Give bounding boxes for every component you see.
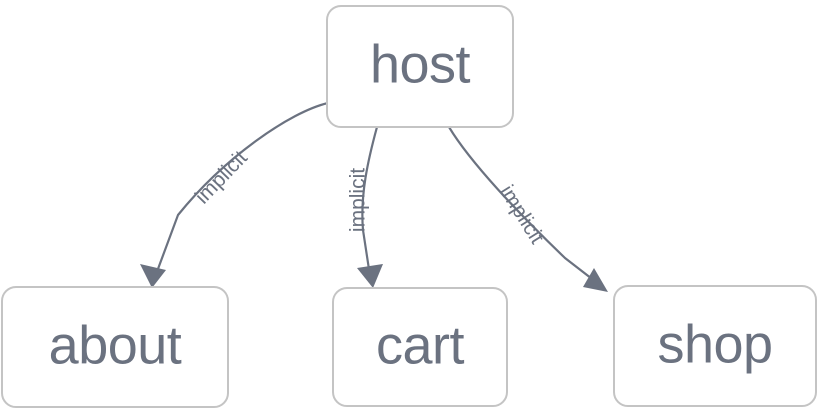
edge-label-host-about: implicit (191, 146, 252, 208)
node-host-box[interactable] (326, 5, 514, 128)
edge-host-cart[interactable]: implicit (347, 126, 383, 288)
node-shop[interactable]: shop (613, 285, 817, 407)
edge-path-host-shop (448, 126, 597, 283)
arrowhead-icon-host-shop (583, 268, 608, 292)
node-cart-label: cart (376, 315, 465, 375)
nodes-layer: host about cart shop (1, 5, 817, 408)
node-shop-label: shop (657, 314, 772, 374)
arrowhead-icon-host-cart (357, 264, 383, 288)
node-cart[interactable]: cart (332, 287, 508, 407)
arrowhead-icon-host-about (140, 264, 166, 288)
edge-label-host-shop: implicit (495, 181, 549, 248)
edge-path-host-cart (361, 126, 379, 277)
edge-host-shop[interactable]: implicit (448, 126, 608, 292)
edges-layer: implicit implicit implicit (140, 101, 608, 292)
node-host[interactable]: host (326, 5, 514, 128)
node-cart-box[interactable] (332, 287, 508, 407)
node-shop-box[interactable] (613, 285, 817, 407)
edge-label-host-cart: implicit (347, 168, 370, 232)
node-about[interactable]: about (1, 286, 229, 408)
edge-host-about[interactable]: implicit (140, 101, 329, 288)
node-about-box[interactable] (1, 286, 229, 408)
edge-path-host-about (153, 101, 329, 278)
node-about-label: about (49, 315, 182, 375)
node-host-label: host (370, 34, 471, 94)
